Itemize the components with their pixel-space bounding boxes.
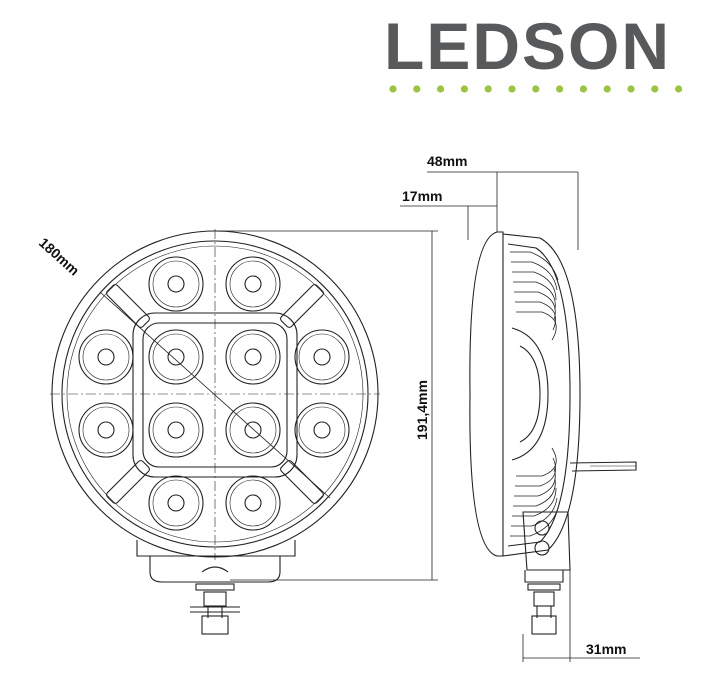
cooling-fin — [513, 477, 556, 507]
position-light-bar — [106, 284, 150, 328]
heatsink-hub — [511, 327, 549, 461]
ledson-logo: LEDSON — [384, 10, 684, 94]
cooling-fin — [512, 271, 557, 301]
led-module — [78, 329, 134, 385]
bolt-nut-lower — [201, 615, 229, 635]
bracket-bolt-lower — [534, 540, 550, 556]
housing-profile — [502, 233, 581, 557]
housing-inner — [507, 243, 571, 547]
led-module — [225, 329, 281, 385]
led-module — [225, 402, 281, 458]
mount-foot — [149, 556, 281, 583]
bracket — [522, 511, 571, 571]
bracket-width-label: 31mm — [586, 641, 626, 657]
bolt-nut-upper — [203, 591, 227, 607]
lens-depth-label: 17mm — [402, 188, 442, 204]
mount-base — [136, 540, 296, 557]
led-module — [148, 475, 204, 531]
logo-dot — [651, 85, 659, 93]
side-dimensions — [400, 171, 640, 662]
logo-wordmark: LEDSON — [384, 9, 672, 83]
position-light-bar — [106, 460, 150, 504]
side-mount-base — [524, 570, 564, 583]
lens-profile — [469, 231, 504, 557]
logo-dot — [627, 85, 635, 93]
bolt-washer — [195, 583, 235, 591]
inner-rim — [61, 240, 369, 548]
led-module — [225, 256, 281, 312]
power-cable — [569, 461, 637, 472]
cooling-fin — [512, 487, 557, 517]
front-view — [50, 229, 380, 635]
led-group — [78, 256, 350, 531]
cooling-fins — [510, 251, 559, 537]
logo-dot — [675, 85, 683, 93]
led-module — [225, 475, 281, 531]
cooling-fin — [516, 311, 557, 341]
position-light-bar — [280, 284, 324, 328]
inner-frame-inner — [142, 322, 288, 468]
logo-dot-row — [389, 85, 683, 93]
cooling-fin — [510, 251, 559, 281]
bracket-bolt-upper — [534, 520, 550, 536]
logo-dot — [460, 85, 468, 93]
led-module — [148, 402, 204, 458]
heatsink-hub-inner — [519, 345, 541, 443]
logo-dot — [508, 85, 516, 93]
cooling-fin — [515, 301, 556, 331]
side-view — [469, 231, 637, 635]
front-dimensions — [99, 230, 438, 581]
led-module — [148, 256, 204, 312]
mount-dome — [201, 566, 229, 573]
logo-dot — [603, 85, 611, 93]
diameter-label: 180mm — [36, 234, 83, 278]
position-light-bar — [280, 460, 324, 504]
logo-dot — [437, 85, 445, 93]
cooling-fin — [516, 447, 557, 477]
side-washer — [527, 583, 561, 591]
led-module — [294, 329, 350, 385]
logo-dot — [413, 85, 421, 93]
depth-label: 48mm — [427, 153, 467, 169]
led-module — [148, 329, 204, 385]
logo-dot — [484, 85, 492, 93]
logo-dot — [532, 85, 540, 93]
cooling-fin — [511, 261, 558, 291]
cooling-fin — [515, 457, 556, 487]
side-nut-upper — [533, 591, 555, 607]
logo-dot — [389, 85, 397, 93]
logo-dot — [579, 85, 587, 93]
led-module — [294, 402, 350, 458]
logo-dot — [556, 85, 564, 93]
cooling-fin — [511, 497, 558, 527]
diameter-line — [99, 291, 331, 499]
cooling-fin — [513, 281, 556, 311]
height-label: 191,4mm — [414, 380, 430, 440]
led-module — [78, 402, 134, 458]
side-nut-lower — [531, 615, 557, 635]
inner-frame-outer — [132, 312, 298, 478]
